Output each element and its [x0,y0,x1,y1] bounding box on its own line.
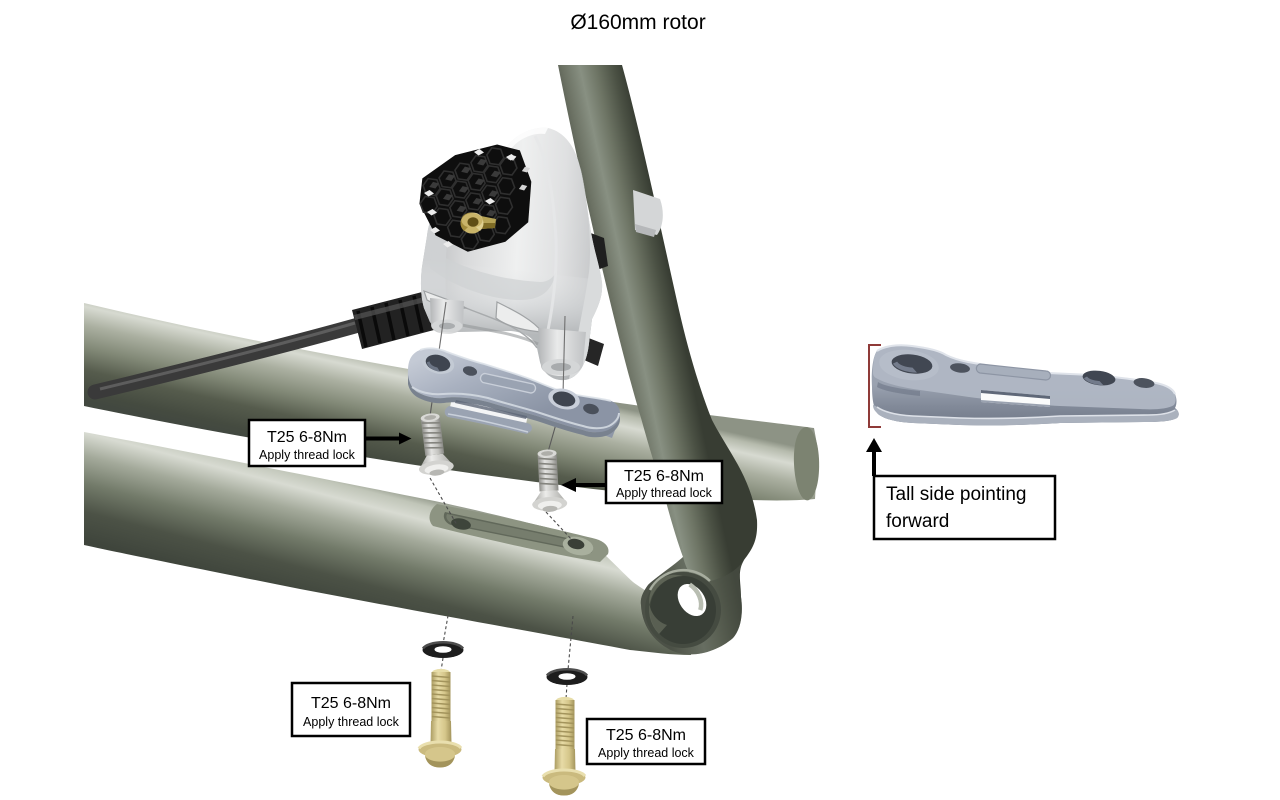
svg-text:Apply thread lock: Apply thread lock [598,746,695,760]
svg-text:Apply thread lock: Apply thread lock [303,715,400,729]
svg-text:Apply thread lock: Apply thread lock [259,448,356,462]
svg-text:Tall side pointing: Tall side pointing [886,484,1026,505]
svg-text:Ø160mm rotor: Ø160mm rotor [570,11,705,34]
svg-text:T25 6-8Nm: T25 6-8Nm [624,468,704,485]
svg-text:Apply thread lock: Apply thread lock [616,486,713,500]
svg-text:T25 6-8Nm: T25 6-8Nm [311,695,391,712]
svg-text:forward: forward [886,511,949,532]
svg-text:T25 6-8Nm: T25 6-8Nm [606,727,686,744]
svg-text:T25 6-8Nm: T25 6-8Nm [267,429,347,446]
